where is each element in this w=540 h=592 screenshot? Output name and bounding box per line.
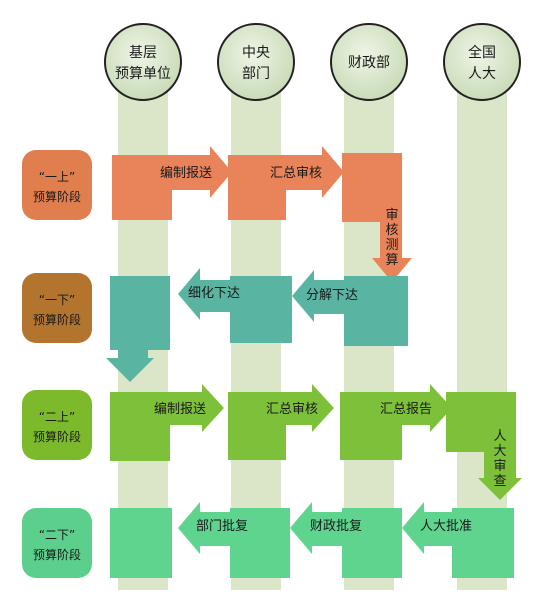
- stage-badge-3: “二上” 预算阶段: [22, 390, 92, 460]
- row3-label-c: 汇总报告: [380, 402, 432, 417]
- row3-down-char-1: 人: [493, 429, 506, 444]
- stage-badge-2: “一下” 预算阶段: [22, 273, 92, 343]
- stage-badge-2-text: 预算阶段: [33, 312, 81, 327]
- row3-arrow-c: [340, 384, 452, 460]
- row2-label-b: 分解下达: [306, 288, 358, 303]
- row3-arrow-a: [110, 384, 224, 461]
- row1-down-char-3: 测: [385, 238, 398, 253]
- row4-box-right: [452, 508, 514, 578]
- column-header-2-line-2: 部门: [242, 66, 270, 82]
- row2-arrow-a: [178, 268, 230, 320]
- row4-box-3: [342, 508, 402, 578]
- row-2-flow: 细化下达 分解下达: [106, 268, 408, 382]
- row3-down-char-4: 查: [493, 474, 506, 489]
- row4-label-c: 人大批准: [420, 519, 472, 534]
- row4-arrow-b: [290, 502, 342, 554]
- row3-label-b: 汇总审核: [266, 402, 318, 417]
- row1-down-char-4: 算: [385, 253, 398, 268]
- stage-badge-3-text: 预算阶段: [33, 429, 81, 444]
- stage-badge-1-text: 预算阶段: [33, 189, 81, 204]
- row4-label-b: 财政批复: [310, 519, 362, 534]
- row3-arrow-b: [228, 384, 334, 460]
- row1-arrow-b: [228, 146, 344, 220]
- row3-label-a: 编制报送: [154, 402, 206, 417]
- row1-arrow-a: [112, 146, 232, 220]
- column-header-4-line-1: 全国: [468, 44, 496, 61]
- row4-label-a: 部门批复: [196, 519, 248, 534]
- stage-badge-3-quote: “二上”: [39, 410, 75, 424]
- row2-box-mid: [230, 276, 292, 343]
- stage-badge-4: “二下” 预算阶段: [22, 508, 92, 578]
- column-header-2: 中央 部门: [217, 23, 295, 101]
- row2-arrow-down: [106, 276, 170, 382]
- row4-arrow-a: [178, 502, 230, 554]
- row4-box-1: [110, 508, 172, 578]
- row3-down-char-2: 大: [493, 444, 506, 459]
- row1-label-b: 汇总审核: [270, 166, 322, 181]
- stage-badge-4-quote: “二下”: [39, 528, 75, 542]
- column-header-4-line-2: 人大: [468, 66, 496, 82]
- stage-badge-4-text: 预算阶段: [33, 547, 81, 562]
- stage-badge-1: “一上” 预算阶段: [22, 150, 92, 220]
- column-header-1: 基层 预算单位: [104, 23, 182, 101]
- stage-badge-2-quote: “一下”: [39, 293, 75, 307]
- column-header-1-line-2: 预算单位: [115, 66, 171, 82]
- column-headers: 基层 预算单位 中央 部门 财政部 全国 人大: [104, 23, 521, 101]
- row3-arrow-down: [446, 392, 522, 500]
- column-header-3: 财政部: [330, 23, 408, 101]
- row2-box-right: [344, 276, 408, 346]
- row2-arrow-b: [292, 270, 344, 322]
- row-3-flow: 编制报送 汇总审核 汇总报告 人 大 审 查: [110, 384, 522, 500]
- column-header-4: 全国 人大: [443, 23, 521, 101]
- row1-down-char-2: 核: [385, 223, 398, 238]
- row1-down-char-1: 审: [385, 208, 398, 223]
- stage-badges: “一上” 预算阶段 “一下” 预算阶段 “二上” 预算阶段 “二下” 预算阶段: [22, 150, 92, 578]
- row3-down-char-3: 审: [493, 459, 506, 474]
- column-header-3-line-1: 财政部: [348, 55, 390, 71]
- row-4-flow: 部门批复 财政批复 人大批准: [110, 502, 514, 578]
- row-1-flow: 编制报送 汇总审核 审 核 测 算: [112, 146, 412, 282]
- column-header-2-line-1: 中央: [242, 45, 270, 61]
- stage-badge-1-quote: “一上”: [39, 170, 75, 184]
- row2-label-a: 细化下达: [188, 286, 240, 301]
- row4-box-2: [230, 508, 290, 578]
- row4-arrow-c: [402, 502, 452, 554]
- row1-arrow-down: [342, 153, 412, 282]
- column-header-1-line-1: 基层: [129, 44, 157, 61]
- column-band-4: [457, 82, 507, 590]
- row1-label-a: 编制报送: [160, 166, 212, 181]
